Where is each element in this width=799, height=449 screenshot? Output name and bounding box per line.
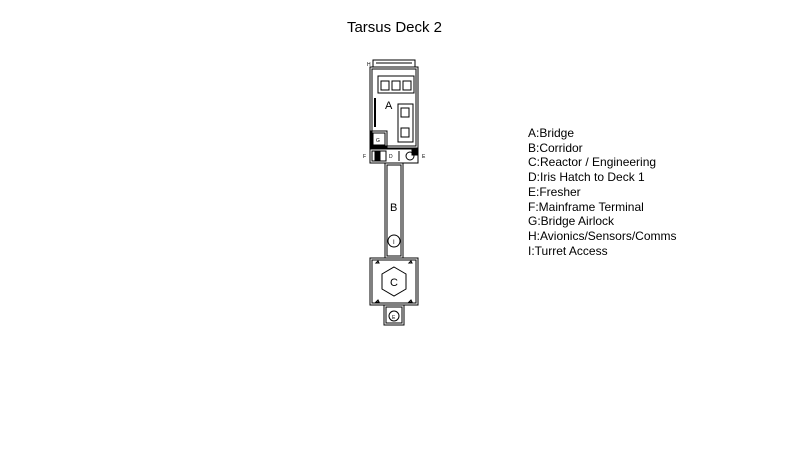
legend-item-a: A:Bridge	[528, 126, 575, 140]
legend-item-f: F:Mainframe Terminal	[528, 199, 644, 214]
room-e-fresher-lower: E	[383, 304, 405, 326]
legend-item-c: C:Reactor / Engineering	[528, 155, 657, 170]
turret-access-icon	[387, 234, 401, 248]
label-d: D	[389, 154, 393, 160]
label-h: H	[367, 62, 371, 68]
diagram-title: Tarsus Deck 2	[346, 19, 443, 36]
reactor-hex-icon	[381, 266, 407, 297]
room-c-reactor: C	[369, 257, 419, 306]
legend-item-h: H:Avionics/Sensors/Comms	[528, 228, 677, 243]
room-fde-strip: F D E	[363, 148, 426, 164]
room-b-corridor: B I	[384, 162, 404, 259]
label-i: I	[393, 240, 395, 246]
label-c: C	[390, 277, 398, 289]
label-e-lower: E	[392, 315, 396, 321]
legend-item-e: E:Fresher	[528, 184, 581, 199]
label-g: G	[376, 138, 380, 144]
legend-item-b: B:Corridor	[528, 140, 583, 155]
label-e: E	[422, 154, 426, 160]
label-f: F	[363, 154, 366, 160]
legend-item-g: G:Bridge Airlock	[528, 214, 615, 229]
label-a: A	[385, 100, 393, 112]
label-b: B	[390, 202, 397, 214]
legend-item-i: I:Turret Access	[528, 243, 608, 258]
legend: A:Bridge B:Corridor C:Reactor / Engineer…	[528, 126, 677, 258]
room-a-bridge: A	[369, 66, 419, 149]
room-g-airlock: G	[370, 130, 388, 148]
legend-item-d: D:Iris Hatch to Deck 1	[528, 170, 645, 185]
